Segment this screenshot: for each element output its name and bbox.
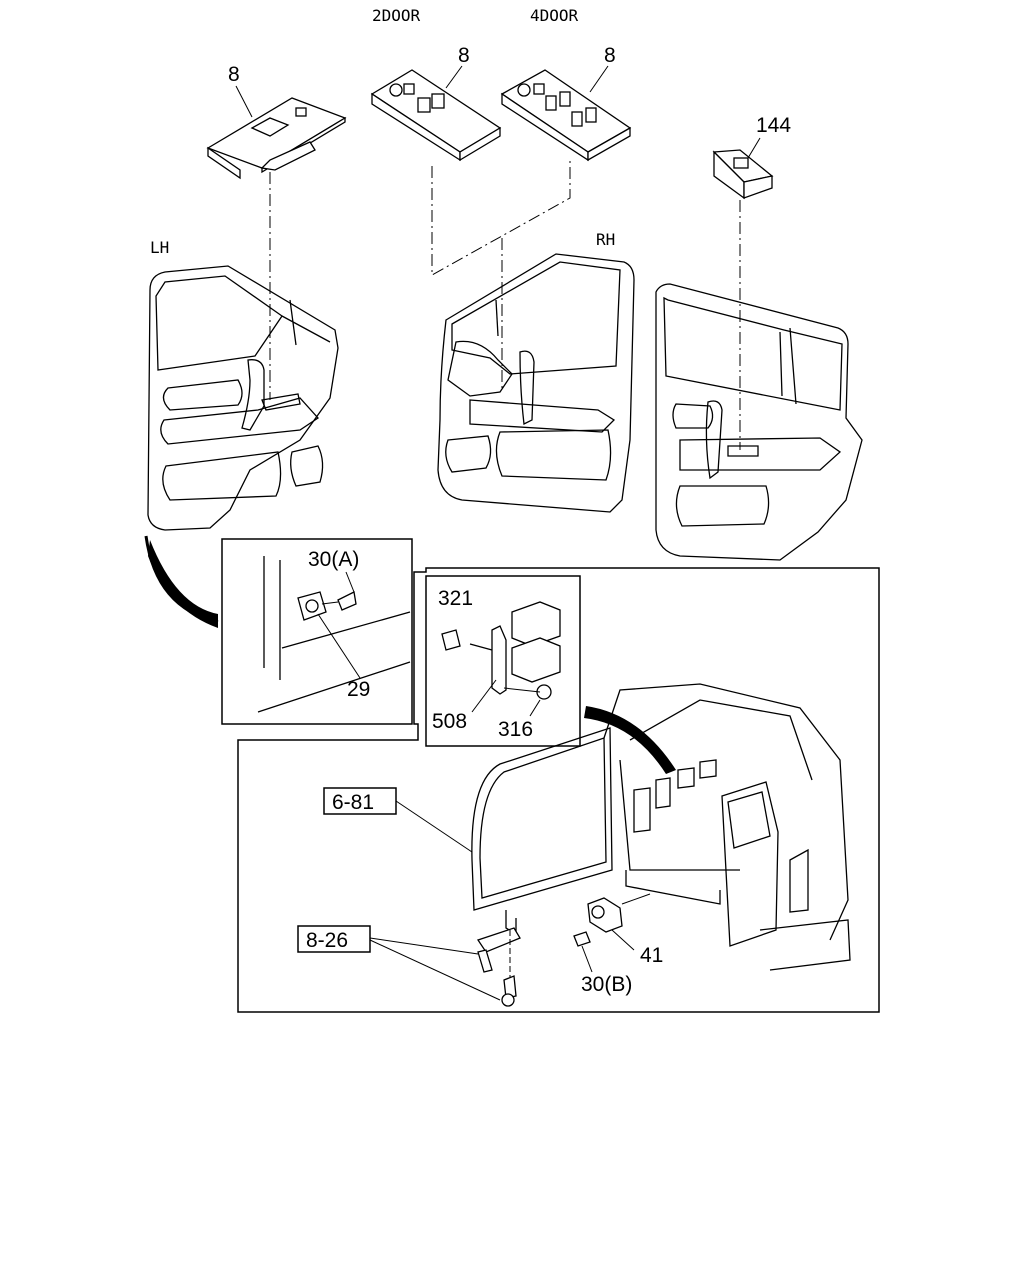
header-4door: 4DOOR	[530, 6, 579, 25]
courtesy-lamp	[573, 893, 651, 947]
window-switch-2door[interactable]	[370, 69, 502, 162]
relay-assembly	[441, 601, 561, 700]
label-lh: LH	[150, 238, 169, 257]
callout-321: 321	[438, 587, 473, 610]
door-panel-rear	[655, 283, 863, 561]
vehicle-rear-view	[471, 683, 851, 971]
window-switch-4door[interactable]	[500, 69, 632, 162]
inset-relay	[425, 575, 581, 747]
callout-6-81: 6-81	[332, 791, 374, 814]
callout-30b: 30(B)	[581, 973, 632, 996]
header-2door: 2DOOR	[372, 6, 421, 25]
bracket-assembly	[476, 927, 521, 1007]
inset-vehicle	[237, 567, 880, 1013]
callout-144: 144	[756, 114, 791, 137]
callout-41: 41	[640, 944, 663, 967]
window-switch-lh[interactable]	[206, 97, 347, 180]
window-switch-rear[interactable]	[712, 149, 774, 200]
callout-30a: 30(A)	[308, 548, 359, 571]
clip-assembly	[257, 556, 411, 713]
callout-8-26: 8-26	[306, 929, 348, 952]
door-panel-lh	[147, 265, 339, 531]
callout-508: 508	[432, 710, 467, 733]
ref-box-8-26[interactable]	[297, 925, 371, 953]
callout-8-lh: 8	[228, 63, 240, 86]
callout-29: 29	[347, 678, 370, 701]
label-rh: RH	[596, 230, 615, 249]
callout-316: 316	[498, 718, 533, 741]
callout-8-4door: 8	[604, 44, 616, 67]
inset-clip	[221, 538, 413, 725]
callout-8-2door: 8	[458, 44, 470, 67]
door-panel-rh	[437, 253, 635, 513]
